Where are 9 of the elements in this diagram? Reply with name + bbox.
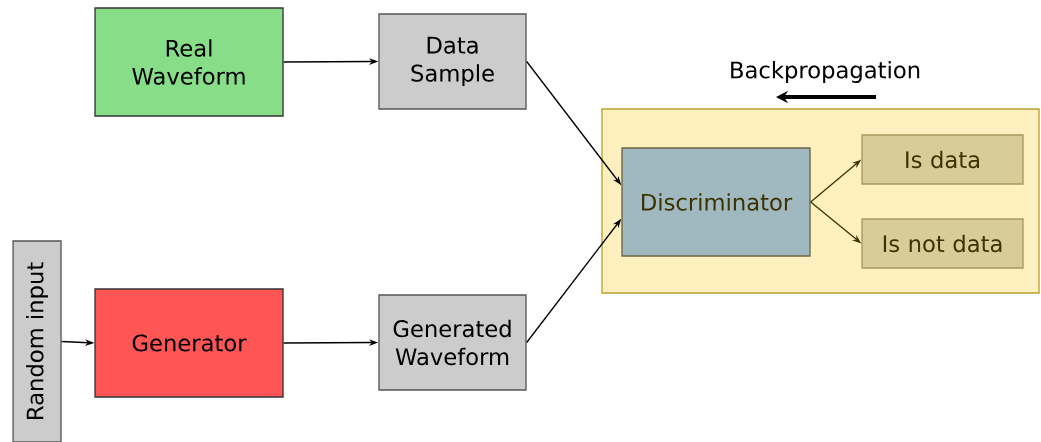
process-box: Generated Waveform (378, 294, 527, 391)
process-box: Discriminator (621, 147, 811, 257)
process-box: Real Waveform (94, 7, 284, 117)
label-text: Backpropagation (731, 61, 920, 83)
process-box: Data Sample (378, 13, 527, 110)
output-box: Is not data (861, 218, 1024, 269)
process-box: Generator (94, 288, 284, 398)
input-box: Random input (12, 240, 62, 442)
output-box: Is data (861, 134, 1024, 185)
